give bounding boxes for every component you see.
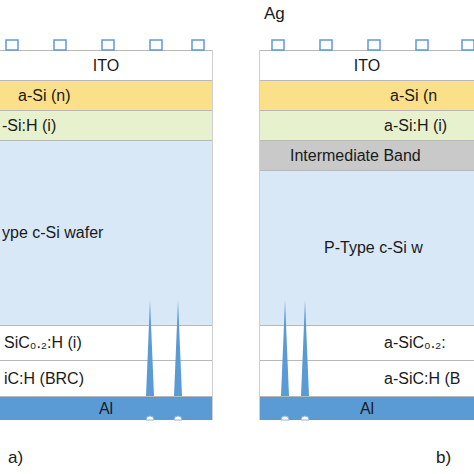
- layer-name: ITO: [93, 57, 119, 75]
- contact-spike: [146, 300, 154, 396]
- layer-band: ITO: [260, 50, 474, 80]
- ag-fingers: [6, 40, 474, 50]
- ag-finger: [6, 40, 18, 50]
- layer-band: ITO: [0, 50, 212, 80]
- layer-band: a-SiC₀.₂:: [260, 325, 474, 360]
- layer-band: Al: [260, 396, 474, 420]
- contact-spike: [174, 300, 182, 396]
- layer-name: a-Si:H (i): [384, 117, 447, 135]
- layer-name: iC:H (BRC): [4, 370, 84, 388]
- layer-band: -Si:H (i): [0, 110, 212, 140]
- layer-band: a-Si (n): [0, 80, 212, 110]
- ag-finger: [102, 40, 114, 50]
- layer-band: Intermediate Band: [260, 140, 474, 170]
- contact-spike: [301, 300, 309, 396]
- al-dimple: [146, 416, 154, 420]
- panel-label: a): [8, 448, 23, 468]
- layer-name: Al: [99, 400, 113, 418]
- layer-band: P-Type c-Si w: [260, 170, 474, 325]
- ag-finger: [150, 40, 162, 50]
- layer-name: Intermediate Band: [290, 147, 421, 165]
- al-dimple: [174, 416, 182, 420]
- ag-finger: [272, 40, 284, 50]
- layer-name: P-Type c-Si w: [324, 239, 423, 257]
- layer-band: ype c-Si wafer: [0, 140, 212, 325]
- layer-name: -Si:H (i): [2, 117, 56, 135]
- al-dimple: [281, 416, 289, 420]
- layer-band: a-Si (n: [260, 80, 474, 110]
- ag-finger: [54, 40, 66, 50]
- layer-band: a-Si:H (i): [260, 110, 474, 140]
- ag-finger: [192, 40, 204, 50]
- ag-finger: [462, 40, 474, 50]
- layer-name: a-SiC₀.₂:: [384, 334, 446, 352]
- al-dimple: [301, 416, 309, 420]
- al-dimples: [146, 416, 309, 420]
- panel-label: b): [436, 448, 451, 468]
- ag-finger: [416, 40, 428, 50]
- layer-name: a-Si (n: [390, 87, 437, 105]
- layer-band: a-SiC:H (B: [260, 360, 474, 396]
- layer-name: ype c-Si wafer: [2, 224, 103, 242]
- layer-name: a-Si (n): [18, 87, 70, 105]
- layer-name: a-SiC:H (B: [384, 370, 460, 388]
- ag-finger: [320, 40, 332, 50]
- ag-finger: [368, 40, 380, 50]
- layer-name: ITO: [354, 57, 380, 75]
- laser-fired-contacts: [146, 300, 309, 396]
- layer-name: Al: [360, 400, 374, 418]
- contact-spike: [281, 300, 289, 396]
- layer-name: SiC₀.₂:H (i): [4, 334, 82, 352]
- contact-label: Ag: [264, 4, 285, 24]
